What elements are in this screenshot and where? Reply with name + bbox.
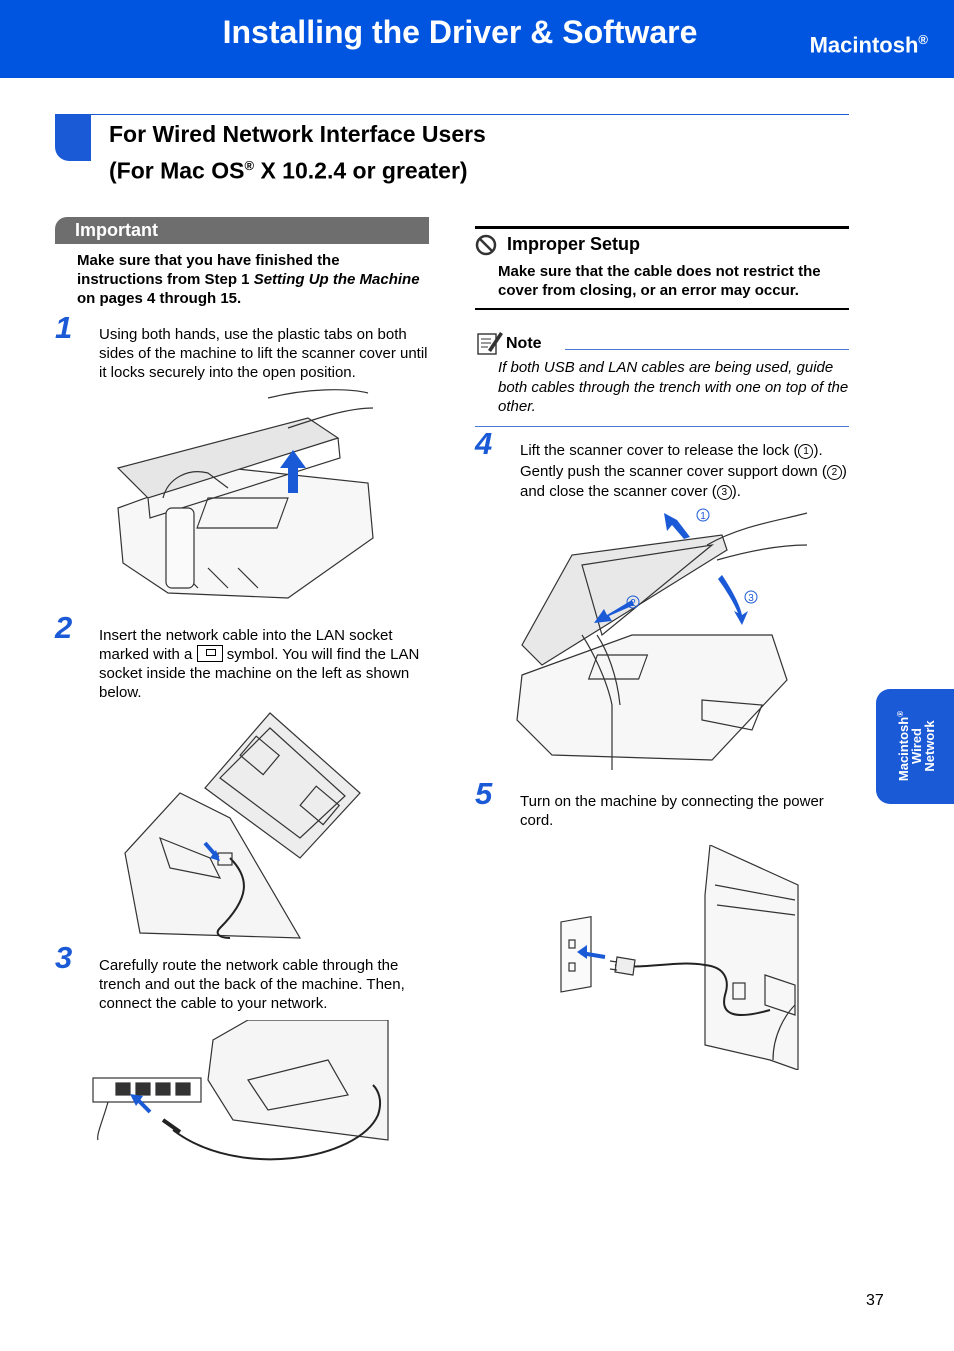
step-text-4-c: ) and close the scanner cover (	[520, 462, 847, 501]
important-text: Make sure that you have finished the ins…	[77, 251, 422, 308]
side-tab-line1: Macintosh®	[894, 710, 911, 781]
step-text-2: Insert the network cable into the LAN so…	[99, 626, 429, 702]
side-tab-text: Macintosh® Wired Network	[894, 710, 938, 781]
step-text-1: Using both hands, use the plastic tabs o…	[99, 326, 428, 381]
registered-mark: ®	[244, 158, 255, 173]
section-title: For Wired Network Interface Users (For M…	[109, 118, 486, 187]
header-banner: Installing the Driver & Software Macinto…	[0, 0, 954, 78]
step-number-5: 5	[475, 776, 493, 811]
section-title-line2-post: X 10.2.4 or greater)	[254, 157, 468, 184]
figure-marker-3: 3	[748, 593, 754, 604]
section-title-line2-pre: (For Mac OS	[109, 157, 245, 184]
page-title: Installing the Driver & Software	[222, 14, 698, 50]
lan-icon	[196, 645, 223, 662]
important-bar: Important	[55, 217, 429, 244]
step-text-3: Carefully route the network cable throug…	[99, 957, 405, 1012]
step-text-5: Turn on the machine by connecting the po…	[520, 793, 824, 829]
step-number-2: 2	[55, 610, 73, 645]
section-tab-marker	[55, 114, 91, 161]
illustration-lift-scanner-cover	[116, 389, 374, 599]
note-label: Note	[506, 335, 542, 352]
step-text-2-pre: Insert the network cable into the LAN so…	[99, 627, 393, 663]
note-pencil-icon	[477, 332, 503, 355]
step-text-2-post: symbol. You will find the LAN socket ins…	[99, 646, 420, 701]
registered-mark: ®	[918, 32, 928, 47]
important-text-pre: Make sure that you have finished the ins…	[77, 252, 340, 288]
side-tab-line3: Network	[922, 720, 938, 772]
step-number-3: 3	[55, 940, 73, 975]
section-title-line1: For Wired Network Interface Users	[109, 121, 486, 147]
figure-marker-2: 2	[630, 598, 636, 609]
note-text: If both USB and LAN cables are being use…	[498, 359, 849, 415]
side-chapter-tab: Macintosh® Wired Network	[876, 689, 954, 804]
improper-setup-rule-bottom	[475, 308, 849, 310]
note-rule-top	[565, 349, 849, 350]
step-text-4-a: Lift the scanner cover to release the lo…	[520, 442, 799, 459]
improper-setup-text: Make sure that the cable does not restri…	[498, 263, 821, 299]
note-rule-bottom	[475, 426, 849, 427]
step-text-4: Lift the scanner cover to release the lo…	[520, 441, 850, 503]
illustration-close-scanner-cover: 1 2 3	[516, 508, 808, 770]
section-title-line2: (For Mac OS® X 10.2.4 or greater)	[109, 150, 486, 187]
figure-marker-1: 1	[700, 511, 706, 522]
improper-setup-rule-top	[475, 226, 849, 229]
page-number: 37	[866, 1292, 884, 1309]
important-text-post: on pages 4 through 15.	[77, 290, 242, 307]
illustration-route-cable	[92, 1020, 389, 1161]
illustration-power-cord	[560, 845, 799, 1070]
improper-setup-title: Improper Setup	[507, 234, 641, 254]
step-text-4-d: ).	[731, 483, 741, 500]
prohibited-icon	[475, 234, 497, 256]
important-label: Important	[75, 220, 158, 240]
platform-label-text: Macintosh	[809, 32, 919, 58]
marker-3: 3	[716, 485, 732, 500]
platform-label: Macintosh®	[810, 32, 928, 58]
illustration-lan-socket	[124, 712, 361, 939]
registered-mark: ®	[895, 710, 905, 717]
step-text-4-b: ). Gently push the scanner cover support…	[520, 442, 827, 480]
marker-1: 1	[798, 444, 814, 459]
step-number-4: 4	[475, 426, 493, 461]
important-text-emphasis: Setting Up the Machine	[253, 271, 420, 288]
marker-2: 2	[826, 464, 842, 480]
section-rule	[91, 114, 849, 115]
step-number-1: 1	[55, 310, 73, 345]
